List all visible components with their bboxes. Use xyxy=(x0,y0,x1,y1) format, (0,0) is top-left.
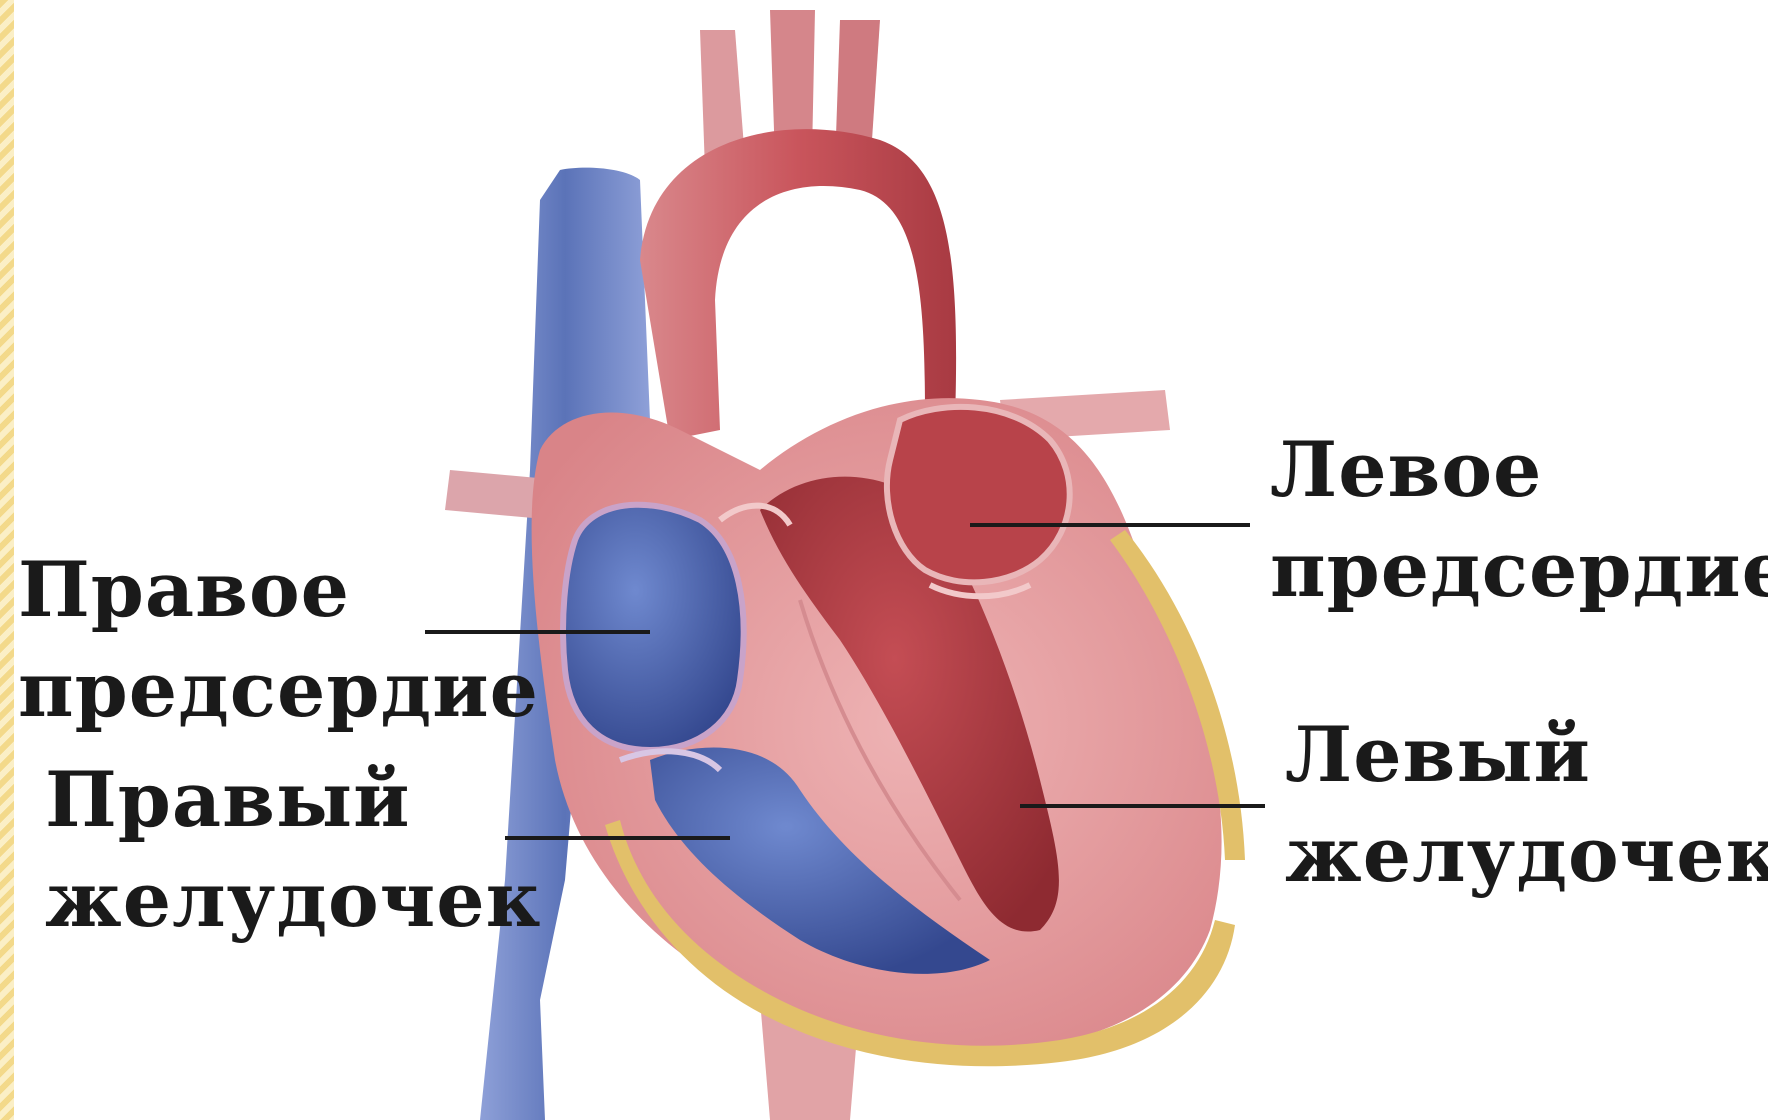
aortic-arch-gap xyxy=(792,270,848,360)
label-left-atrium-line1: Левое xyxy=(1270,420,1768,520)
label-right-ventricle: Правый желудочек xyxy=(45,750,542,950)
label-right-atrium-line2: предсердие xyxy=(18,640,539,740)
label-left-atrium-line2: предсердие xyxy=(1270,520,1768,620)
label-left-ventricle-line1: Левый xyxy=(1285,705,1768,805)
label-left-ventricle: Левый желудочек xyxy=(1285,705,1768,905)
label-right-ventricle-line2: желудочек xyxy=(45,850,542,950)
label-right-atrium-line1: Правое xyxy=(18,540,539,640)
right-atrium xyxy=(563,505,744,750)
label-left-ventricle-line2: желудочек xyxy=(1285,805,1768,905)
label-right-atrium: Правое предсердие xyxy=(18,540,539,740)
label-left-atrium: Левое предсердие xyxy=(1270,420,1768,620)
aorta xyxy=(640,129,956,440)
label-right-ventricle-line1: Правый xyxy=(45,750,542,850)
left-atrium xyxy=(887,407,1070,582)
